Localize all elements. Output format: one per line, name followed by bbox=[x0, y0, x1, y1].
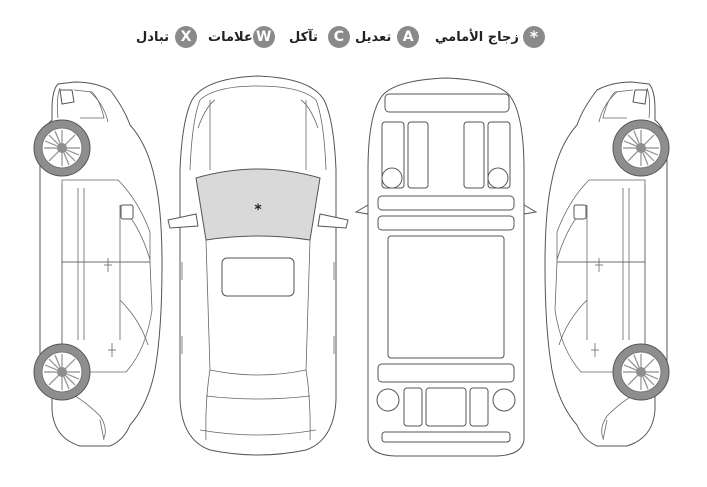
legend-item-marks: علامات W bbox=[208, 24, 275, 50]
legend-label-replacement: تبادل bbox=[136, 29, 170, 45]
legend-label-corrosion: تآكل bbox=[289, 29, 318, 45]
legend-item-corrosion: تآكل C bbox=[289, 24, 350, 50]
car-left-side-view bbox=[33, 81, 163, 447]
legend-badge-marks: W bbox=[252, 26, 275, 48]
damage-legend: زجاج الأمامي * تعديل A تآكل C علامات W ت… bbox=[0, 24, 707, 50]
windshield-damaged bbox=[195, 168, 321, 241]
legend-badge-modification: A bbox=[397, 26, 420, 48]
car-right-side-view bbox=[544, 81, 670, 447]
wheel-right-rear bbox=[612, 343, 670, 401]
legend-item-modification: تعديل A bbox=[355, 24, 420, 50]
legend-label-modification: تعديل bbox=[355, 29, 392, 45]
wheel-right-front bbox=[612, 119, 670, 177]
wheel-left-rear bbox=[33, 343, 91, 401]
legend-badge-windshield: * bbox=[522, 26, 545, 48]
car-underside-view bbox=[354, 77, 538, 457]
legend-item-replacement: تبادل X bbox=[136, 24, 198, 50]
wheel-left-front bbox=[33, 119, 91, 177]
legend-item-windshield: زجاج الأمامي * bbox=[435, 24, 545, 50]
car-top-view: * bbox=[167, 75, 349, 456]
legend-badge-corrosion: C bbox=[327, 26, 350, 48]
legend-badge-replacement: X bbox=[175, 26, 198, 48]
legend-label-windshield: زجاج الأمامي bbox=[435, 29, 519, 45]
windshield-mark: * bbox=[254, 202, 262, 218]
legend-label-marks: علامات bbox=[208, 29, 253, 45]
